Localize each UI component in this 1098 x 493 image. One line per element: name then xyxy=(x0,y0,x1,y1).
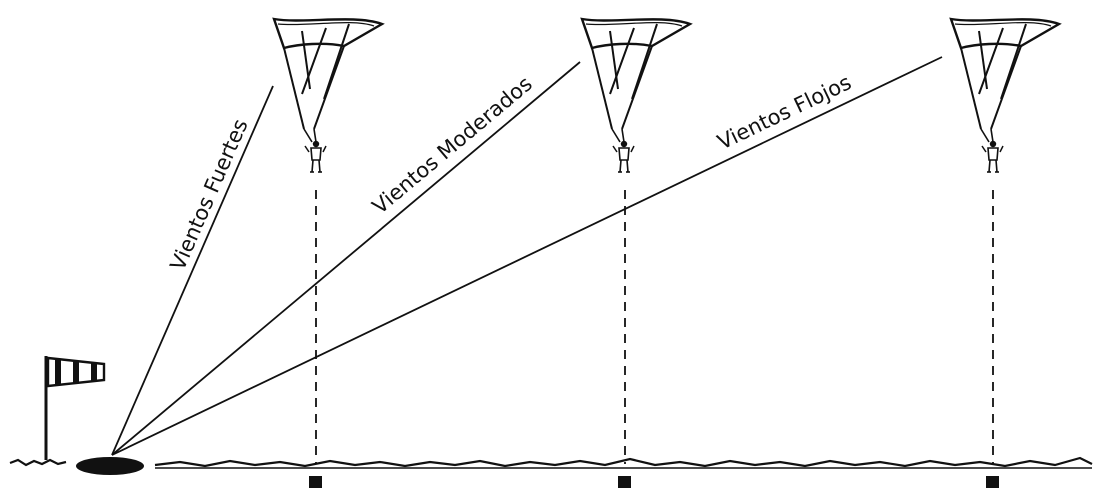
paraglider-icon xyxy=(272,17,384,174)
ground-marker-icon xyxy=(309,476,322,488)
ground-line xyxy=(9,456,1093,468)
glide-line-light xyxy=(111,56,943,456)
label-moderate-winds: Vientos Moderados xyxy=(368,72,537,219)
windsock-icon xyxy=(44,356,106,460)
label-light-winds: Vientos Flojos xyxy=(714,70,855,154)
glide-line-moderate xyxy=(111,61,581,456)
ground-marker-icon xyxy=(986,476,999,488)
glide-line-strong xyxy=(111,85,274,456)
paraglider-icon xyxy=(580,17,692,174)
landing-target-icon xyxy=(76,457,144,475)
label-strong-winds: Vientos Fuertes xyxy=(166,115,253,274)
paraglider-icon xyxy=(949,17,1061,174)
ground-marker-icon xyxy=(618,476,631,488)
